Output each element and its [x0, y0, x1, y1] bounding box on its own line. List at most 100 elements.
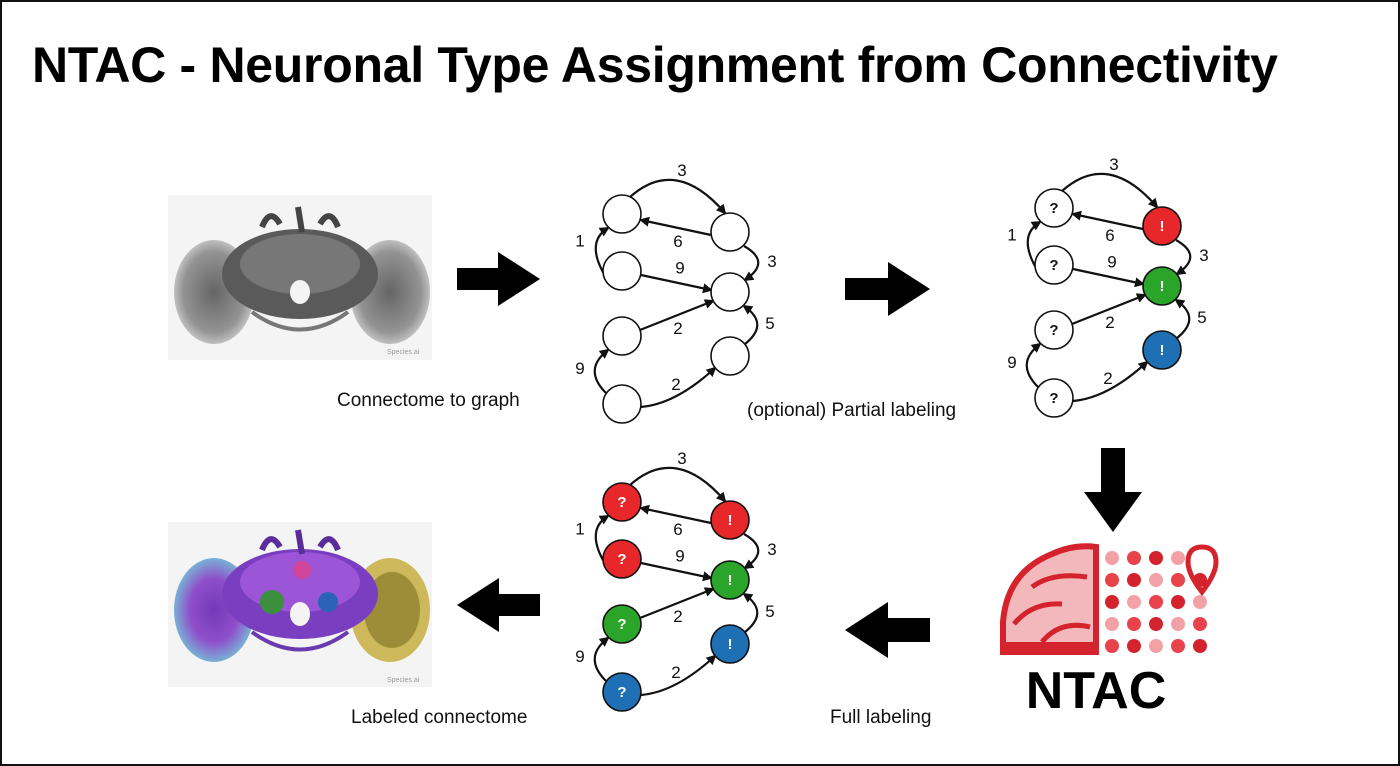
- caption-labeled-connectome: Labeled connectome: [351, 707, 528, 728]
- graph-edge: [640, 561, 713, 582]
- ntac-logo-text: NTAC: [1026, 662, 1167, 720]
- node-label: ?: [1049, 390, 1058, 407]
- graph-edge: [593, 636, 610, 683]
- edge-weight-label: 6: [1105, 226, 1114, 245]
- logo-dot: [1171, 595, 1185, 609]
- graph-edge: [629, 466, 727, 503]
- ntac-logo: NTAC: [1000, 543, 1219, 720]
- node-label: !: [728, 636, 733, 653]
- graph-node: [602, 672, 642, 712]
- logo-dot: [1171, 573, 1185, 587]
- graph-node: [1142, 206, 1182, 246]
- logo-dot: [1171, 551, 1185, 565]
- logo-dot: [1193, 617, 1207, 631]
- graph-edge: [640, 654, 717, 697]
- caption-connectome-to-graph: Connectome to graph: [337, 390, 520, 411]
- graph-edge: [1175, 239, 1192, 276]
- logo-dot: [1127, 617, 1141, 631]
- logo-dot: [1105, 573, 1119, 587]
- edge-weight-label: 5: [1197, 308, 1206, 327]
- logo-dot: [1105, 617, 1119, 631]
- graph-edge: [743, 245, 760, 282]
- edge-weight-label: 9: [575, 359, 584, 378]
- logo-dot: [1171, 639, 1185, 653]
- graph-node: [602, 384, 642, 424]
- logo-dot: [1127, 573, 1141, 587]
- graph-edge: [593, 348, 610, 395]
- node-label: ?: [617, 616, 626, 633]
- logo-dot: [1127, 639, 1141, 653]
- page-title: NTAC - Neuronal Type Assignment from Con…: [32, 37, 1278, 93]
- logo-dot: [1149, 595, 1163, 609]
- edge-weight-label: 9: [1007, 353, 1016, 372]
- brain-watermark: Species.ai: [387, 349, 420, 356]
- node-label: ?: [617, 551, 626, 568]
- edge-weight-label: 3: [767, 252, 776, 271]
- edge-weight-label: 6: [673, 232, 682, 251]
- graph-node: [710, 500, 750, 540]
- logo-dot: [1127, 551, 1141, 565]
- graph-edge: [629, 178, 727, 215]
- node-label: !: [1160, 218, 1165, 235]
- logo-dot: [1149, 551, 1163, 565]
- logo-dot: [1149, 573, 1163, 587]
- raw-connectome-image: Species.ai: [168, 195, 432, 360]
- graph-edge: [1072, 360, 1149, 403]
- edge-weight-label: 9: [675, 259, 684, 278]
- logo-dot: [1171, 617, 1185, 631]
- graph-node: [710, 336, 750, 376]
- node-label: ?: [1049, 257, 1058, 274]
- node-label: !: [728, 572, 733, 589]
- graph-edge: [1072, 267, 1145, 288]
- edge-weight-label: 2: [671, 663, 680, 682]
- arrow-left-2: [457, 578, 540, 632]
- graph-edge: [640, 273, 713, 294]
- edge-weight-label: 6: [673, 520, 682, 539]
- graph-edge: [743, 533, 760, 570]
- arrow-down: [1084, 448, 1142, 532]
- logo-dot: [1105, 639, 1119, 653]
- edge-weight-label: 2: [1103, 369, 1112, 388]
- node-label: !: [728, 512, 733, 529]
- graph-edge: [742, 304, 759, 345]
- graph-node: [1142, 330, 1182, 370]
- graph-edge: [639, 587, 715, 620]
- edge-weight-label: 9: [675, 547, 684, 566]
- edge-weight-label: 3: [1109, 155, 1118, 174]
- logo-dot: [1105, 595, 1119, 609]
- caption-full-labeling: Full labeling: [830, 707, 932, 728]
- graph-node: [602, 251, 642, 291]
- graph-node: [602, 482, 642, 522]
- logo-dot: [1193, 639, 1207, 653]
- brain-watermark-2: Species.ai: [387, 677, 420, 684]
- graph-node: [1034, 378, 1074, 418]
- edge-weight-label: 1: [575, 232, 584, 251]
- graph-node: [710, 624, 750, 664]
- logo-dot: [1193, 595, 1207, 609]
- graph-edge: [640, 366, 717, 409]
- edge-weight-label: 5: [765, 314, 774, 333]
- graph-node: [602, 316, 642, 356]
- graph-edge: [1071, 210, 1144, 231]
- graph-node: [602, 604, 642, 644]
- edge-weight-label: 2: [671, 375, 680, 394]
- logo-dot: [1105, 551, 1119, 565]
- node-label: ?: [617, 684, 626, 701]
- edge-weight-label: 3: [677, 449, 686, 468]
- edge-weight-label: 1: [1007, 226, 1016, 245]
- edge-weight-label: 2: [1105, 313, 1114, 332]
- edge-weight-label: 3: [677, 161, 686, 180]
- graph-node: [602, 194, 642, 234]
- graph-node: [710, 212, 750, 252]
- graph-edge: [639, 216, 712, 237]
- graph-edge: [639, 299, 715, 332]
- arrow-right-2: [845, 262, 930, 316]
- logo-dot: [1149, 639, 1163, 653]
- caption-partial-labeling: (optional) Partial labeling: [747, 400, 957, 421]
- graph-edge: [1174, 298, 1191, 339]
- labeled-connectome-image: Species.ai: [168, 522, 432, 687]
- graph-node: [1142, 266, 1182, 306]
